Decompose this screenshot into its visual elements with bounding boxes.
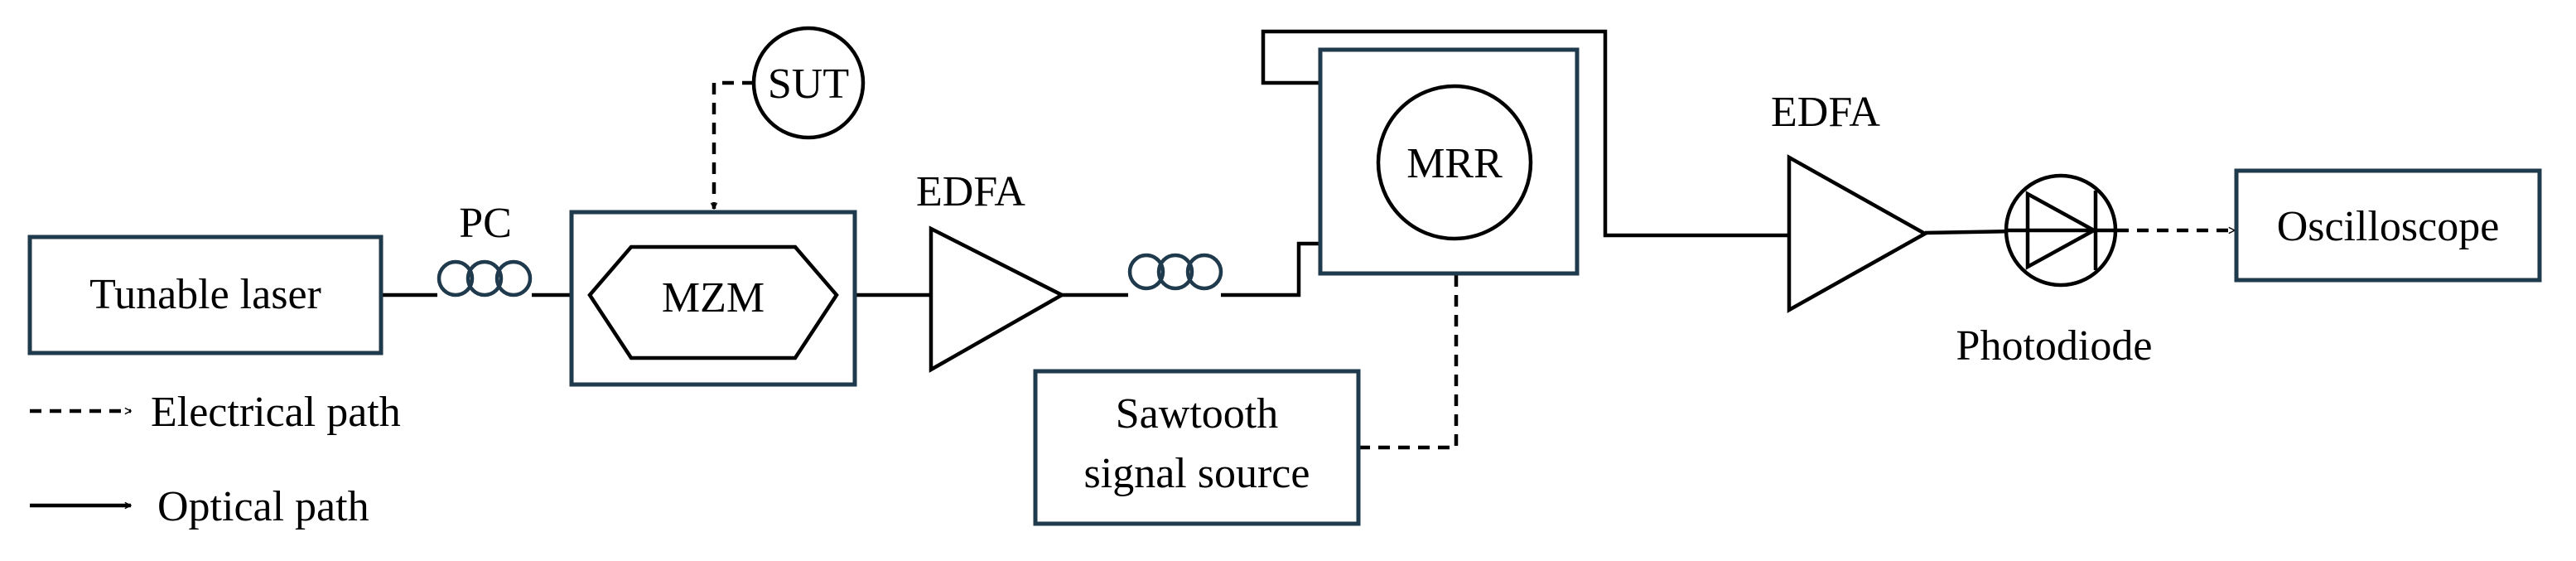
mzm-hexagon-icon: [587, 244, 839, 360]
edfa1-amplifier-triangle-icon: [929, 225, 1066, 373]
edfa2-to-photodiode-line: [1924, 229, 2015, 235]
photodiode-label: Photodiode: [1956, 322, 2153, 370]
edfa2-amplifier-triangle-icon: [1787, 154, 1929, 313]
mrr-ring: [1376, 84, 1533, 241]
mrr-loop-line: [1261, 29, 1789, 238]
legend-electrical-label: Electrical path: [151, 389, 401, 436]
mzm-label: MZM: [662, 274, 765, 322]
oscilloscope-box: [2234, 168, 2542, 283]
legend-optical-label: Optical path: [157, 483, 369, 530]
sut-label: SUT: [768, 60, 849, 108]
sawtooth-label-line1: Sawtooth: [1116, 390, 1278, 438]
electrical-links: [714, 80, 2235, 450]
sawtooth-label-line2: signal source: [1084, 450, 1310, 497]
polarization-controller-2-coil-icon: [1127, 253, 1223, 291]
sawtooth-to-mrr-dashed-line: [1358, 249, 1456, 450]
mrr-label: MRR: [1406, 140, 1503, 187]
sut-circle: [751, 26, 866, 140]
polarization-controller-coil-icon: [437, 259, 533, 297]
oscilloscope-label: Oscilloscope: [2277, 203, 2500, 250]
photodiode-icon: [2004, 173, 2118, 288]
edfa1-label: EDFA: [916, 168, 1025, 215]
sut-to-mzm-dashed-line: [714, 80, 754, 209]
tunable-laser-label: Tunable laser: [89, 271, 321, 318]
tunable-laser-box: [27, 235, 384, 355]
edfa2-label: EDFA: [1771, 89, 1880, 136]
sawtooth-source-box: [1033, 369, 1361, 526]
pc-label: PC: [459, 200, 512, 247]
legend: Electrical path Optical path: [30, 389, 401, 530]
